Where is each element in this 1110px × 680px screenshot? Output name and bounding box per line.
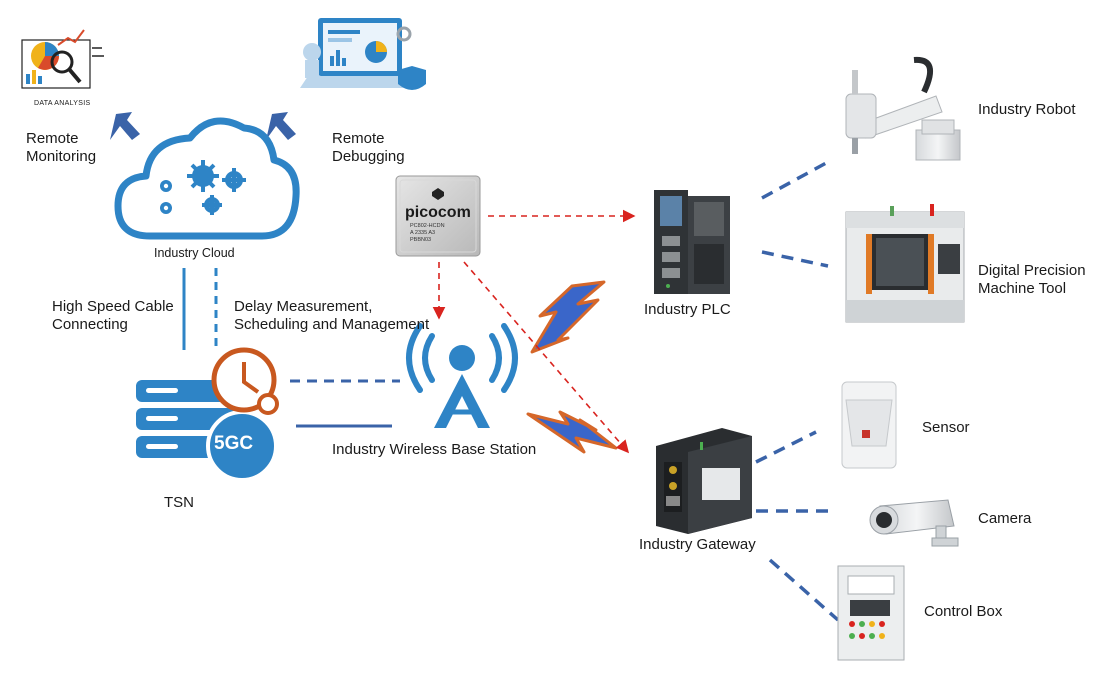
industry-robot-label: Industry Robot <box>978 101 1076 118</box>
camera-icon <box>869 499 959 547</box>
sensor-icon <box>841 381 897 469</box>
laptop-monitor-icon <box>300 18 426 90</box>
machine-tool-label: Digital Precision Machine Tool <box>978 262 1086 297</box>
cloud-icon <box>114 117 300 240</box>
data-analysis-label: DATA ANALYSIS <box>34 100 91 107</box>
picocom-chip-icon <box>395 175 481 257</box>
control-box-label: Control Box <box>924 603 1003 620</box>
up-arrow-left <box>110 112 140 140</box>
sensor-label: Sensor <box>922 419 970 436</box>
control-box-icon <box>837 565 905 661</box>
tsn-server-icon <box>136 347 279 482</box>
lightning-lower-icon <box>526 410 618 454</box>
industry-cloud-label: Industry Cloud <box>154 246 235 260</box>
chip-brand-label: picocom <box>405 204 471 221</box>
lightning-upper-icon <box>530 280 606 354</box>
remote-debugging-label: Remote Debugging <box>332 130 405 165</box>
base-station-icon <box>406 323 518 428</box>
robot-arm-icon <box>845 56 961 161</box>
camera-label: Camera <box>978 510 1032 527</box>
industry-plc-label: Industry PLC <box>644 301 731 318</box>
chip-part-label: PC802-HCDN A 2335 A3 PBBN03 <box>410 223 445 244</box>
fivegc-label: 5GC <box>214 433 254 454</box>
high-speed-cable-label: High Speed Cable Connecting <box>52 298 174 333</box>
industry-gateway-label: Industry Gateway <box>639 536 756 553</box>
base-station-label: Industry Wireless Base Station <box>332 441 537 458</box>
remote-monitoring-label: Remote Monitoring <box>26 130 97 165</box>
tsn-label: TSN <box>164 494 194 511</box>
plc-device-icon <box>654 190 730 294</box>
machine-tool-icon <box>845 204 965 323</box>
gateway-device-icon <box>656 428 752 534</box>
up-arrow-right <box>266 112 296 140</box>
data-analysis-icon <box>21 29 104 89</box>
delay-measurement-label: Delay Measurement, Scheduling and Manage… <box>234 298 430 333</box>
